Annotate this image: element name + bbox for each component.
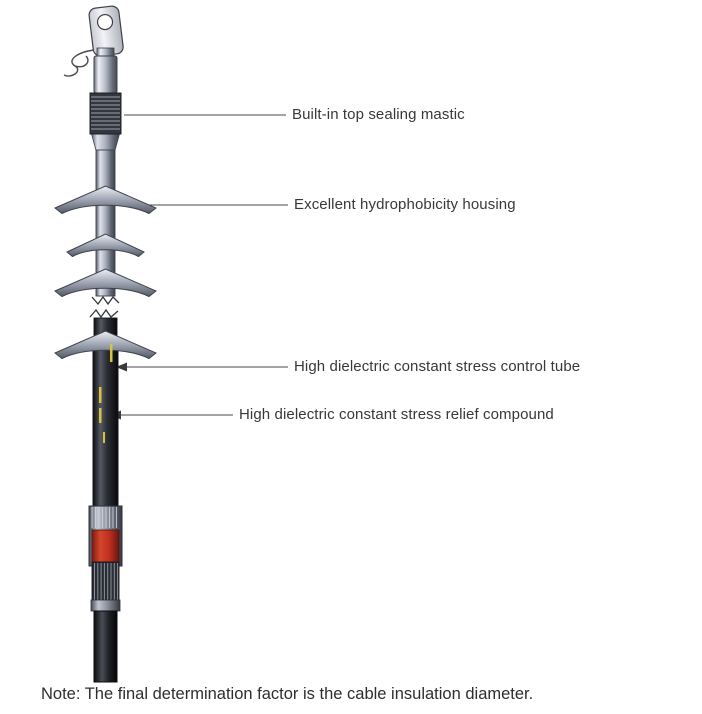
lug-hole [96,13,114,31]
crimp-barrel [93,55,118,94]
cable-termination-illustration [54,5,157,683]
housing-shed-4 [54,330,157,360]
break-marks [89,295,120,319]
shield-wire-texture [91,507,117,528]
housing-upper-tube [95,149,116,297]
ground-wire-coil [63,49,95,77]
stress-relief-compound-marks [99,344,113,443]
terminal-lug [88,5,124,57]
diagram-note: Note: The final determination factor is … [41,685,534,703]
housing-shed-3 [54,268,157,298]
housing-shed-1 [54,185,157,215]
cable-outer-body [93,610,118,683]
leader-lines [115,114,288,416]
sealing-mastic-band [89,92,122,135]
housing-shed-2 [66,233,145,258]
label-sealing-mastic: Built-in top sealing mastic [292,106,465,123]
arrowhead-stress-control-icon [116,362,127,372]
label-stress-relief-compound: High dielectric constant stress relief c… [239,406,554,423]
red-marker-band [91,529,120,563]
stress-control-tube-body [92,337,119,507]
label-stress-control-tube: High dielectric constant stress control … [294,358,581,375]
wire-strand-section [91,561,120,605]
label-hydrophobicity-housing: Excellent hydrophobicity housing [294,196,516,213]
jacket-collar [90,599,121,612]
